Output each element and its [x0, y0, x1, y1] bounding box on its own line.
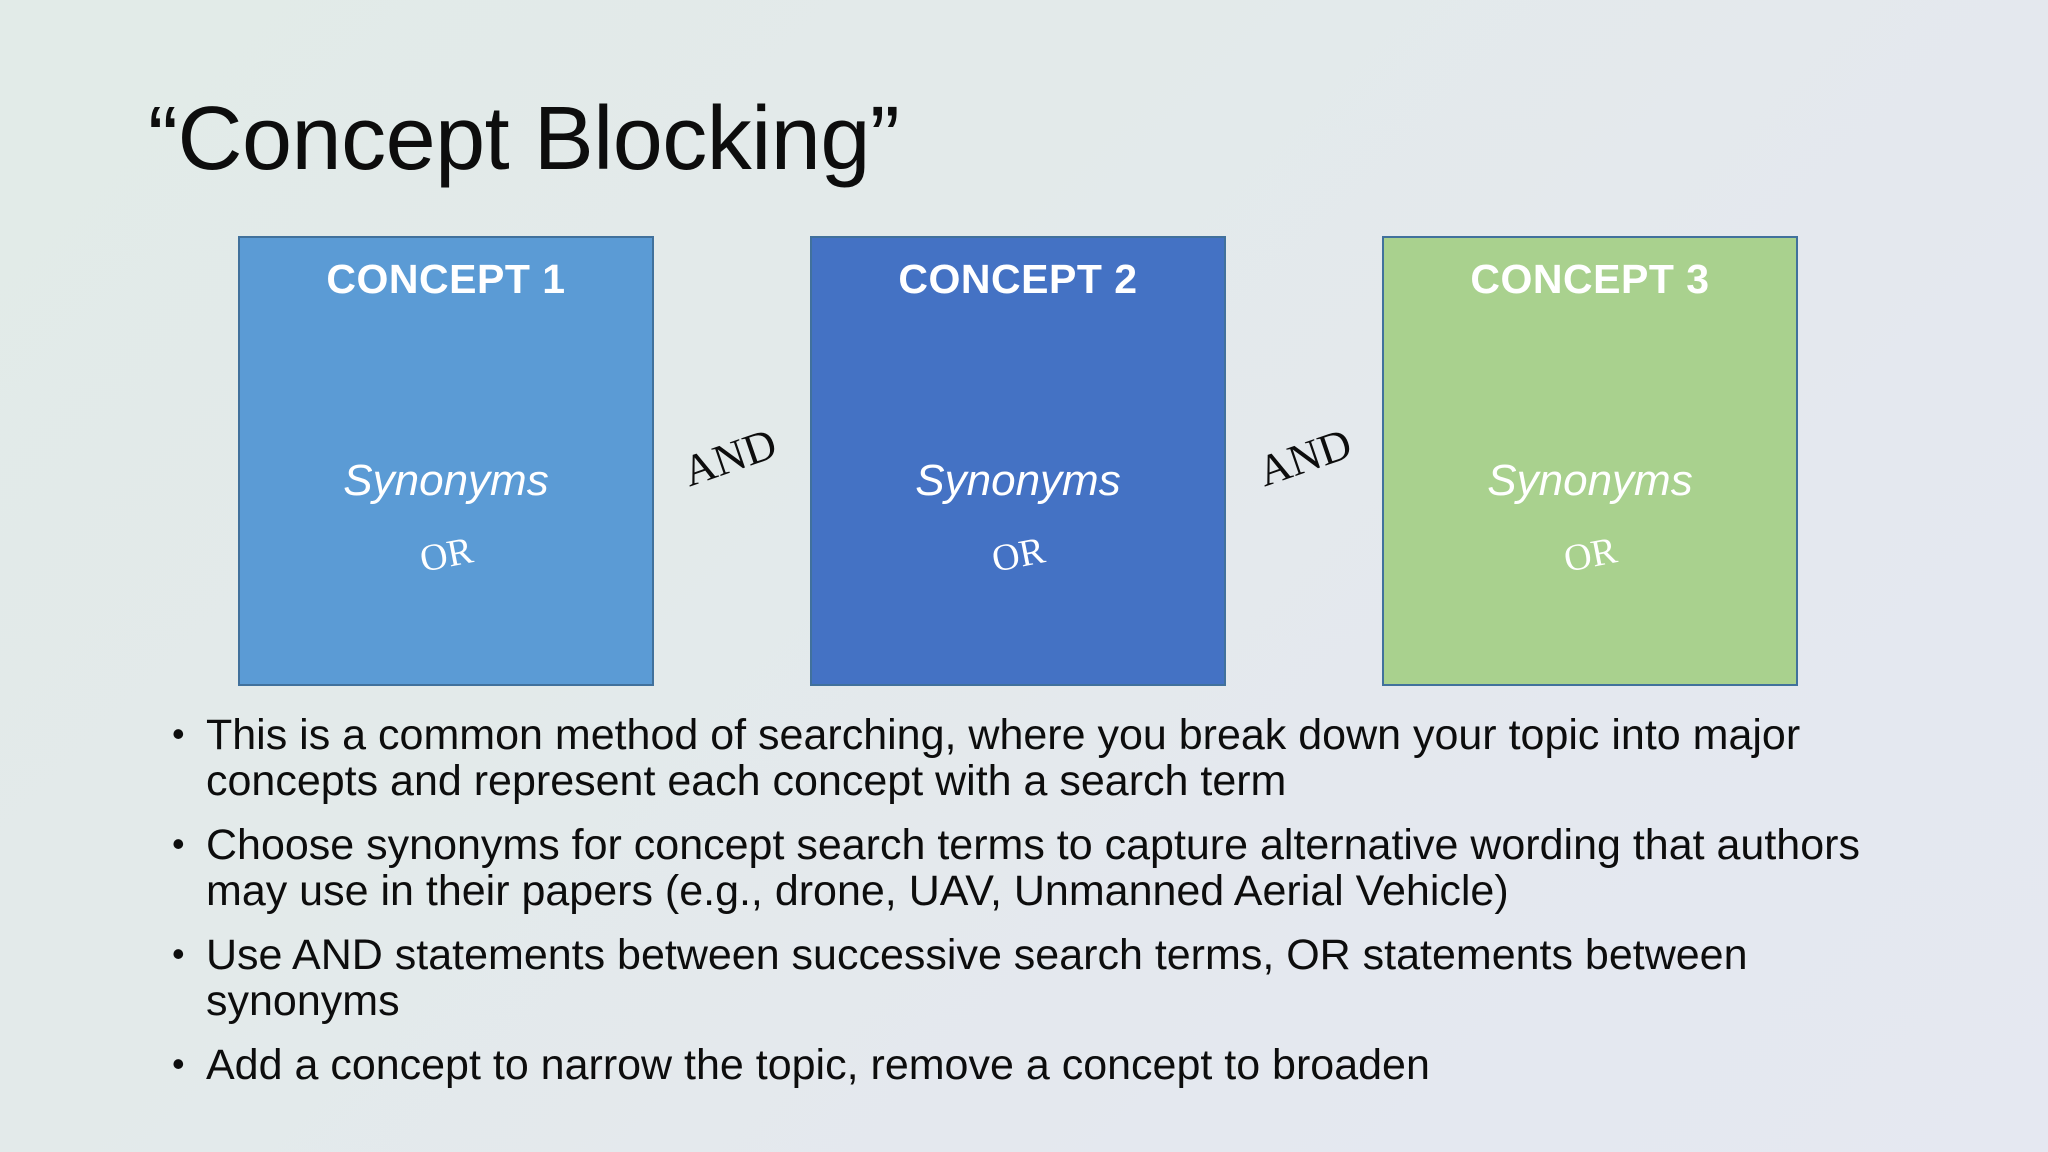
concept-box-2-heading: CONCEPT 2 [898, 256, 1138, 302]
concept-box-2-synonyms-label: Synonyms [915, 456, 1121, 505]
concept-box-2-or-label: OR [988, 529, 1048, 581]
connector-and-1: AND [676, 418, 784, 497]
concept-box-1-heading: CONCEPT 1 [326, 256, 566, 302]
concept-box-3-heading: CONCEPT 3 [1470, 256, 1710, 302]
concept-box-1-synonyms-label: Synonyms [343, 456, 549, 505]
list-item: • Choose synonyms for concept search ter… [158, 822, 1958, 914]
list-item-text: Choose synonyms for concept search terms… [206, 821, 1860, 915]
connector-and-2: AND [1251, 418, 1359, 497]
concept-box-1[interactable]: CONCEPT 1 Synonyms OR [238, 236, 654, 686]
bullet-list: • This is a common method of searching, … [158, 712, 1958, 1106]
list-item-text: This is a common method of searching, wh… [206, 711, 1801, 805]
concept-box-2[interactable]: CONCEPT 2 Synonyms OR [810, 236, 1226, 686]
list-item: • This is a common method of searching, … [158, 712, 1958, 804]
concept-box-3[interactable]: CONCEPT 3 Synonyms OR [1382, 236, 1798, 686]
bullet-marker-icon: • [172, 1043, 185, 1084]
concept-box-1-or-label: OR [416, 529, 476, 581]
list-item: • Use AND statements between successive … [158, 932, 1958, 1024]
list-item-text: Add a concept to narrow the topic, remov… [206, 1041, 1430, 1089]
concept-box-3-synonyms-label: Synonyms [1487, 456, 1693, 505]
bullet-marker-icon: • [172, 713, 185, 754]
list-item-text: Use AND statements between successive se… [206, 931, 1748, 1025]
list-item: • Add a concept to narrow the topic, rem… [158, 1042, 1958, 1088]
bullet-marker-icon: • [172, 933, 185, 974]
page-title: “Concept Blocking” [148, 89, 900, 189]
concept-box-3-or-label: OR [1560, 529, 1620, 581]
bullet-marker-icon: • [172, 823, 185, 864]
